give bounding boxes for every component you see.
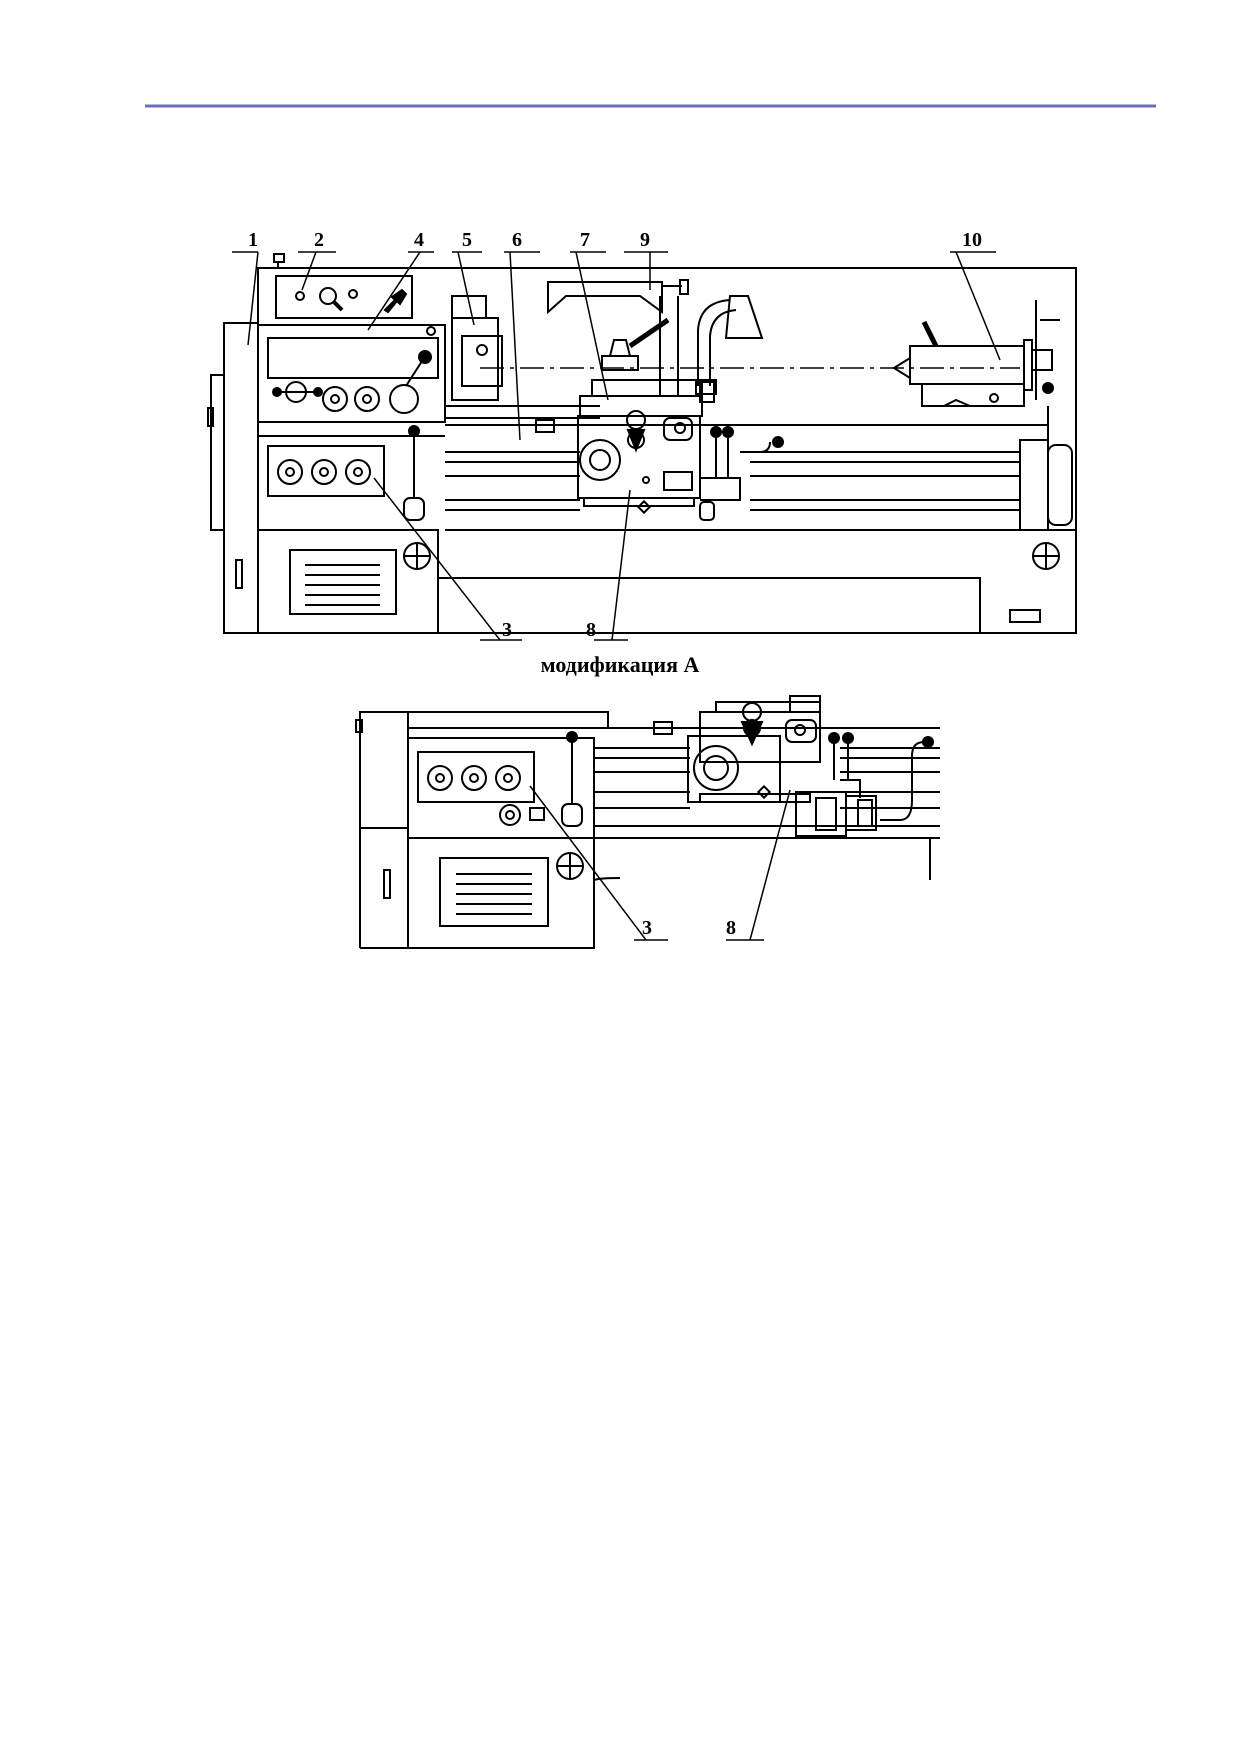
callout-1: 1 xyxy=(248,229,258,251)
callout-8: 8 xyxy=(586,619,596,641)
callout-10: 10 xyxy=(962,229,982,251)
callout-4: 4 xyxy=(414,229,424,251)
callout-5: 5 xyxy=(462,229,472,251)
callout-6: 6 xyxy=(512,229,522,251)
modification-a-figure: 3 8 xyxy=(355,695,940,949)
mod-callout-8: 8 xyxy=(726,917,736,939)
mod-callout-3: 3 xyxy=(642,917,652,939)
callout-2: 2 xyxy=(314,229,324,251)
callout-7: 7 xyxy=(580,229,590,251)
modification-caption: модификация А xyxy=(540,652,700,677)
callout-9: 9 xyxy=(640,229,650,251)
callout-3: 3 xyxy=(502,619,512,641)
main-lathe-figure: 1 2 4 5 6 7 9 10 3 8 xyxy=(207,229,1077,641)
